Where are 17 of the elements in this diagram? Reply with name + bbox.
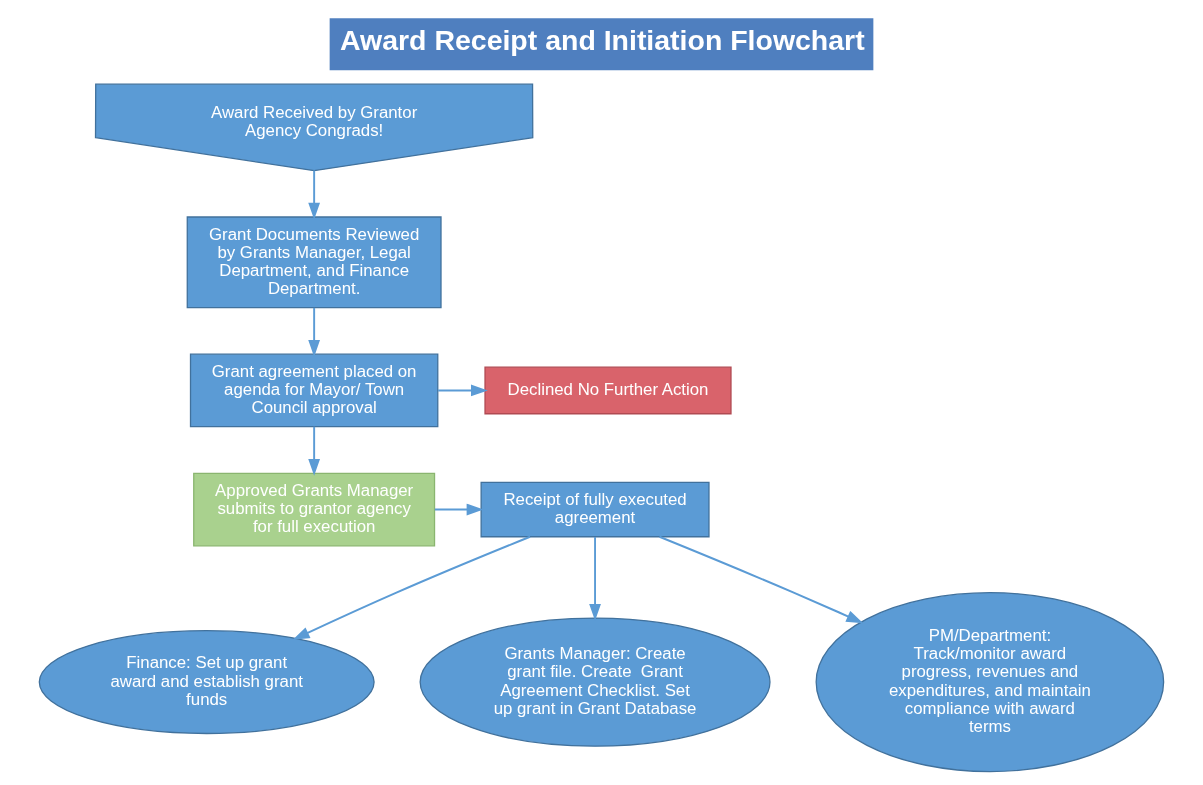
arrow <box>292 535 532 640</box>
arrow <box>433 503 484 516</box>
node-box: Grant agreement placed on agenda for Mayor/ Town Council approval <box>189 353 439 428</box>
diagram-title: Award Receipt and Initiation Flowchart <box>340 24 865 57</box>
node-ellipse: Finance: Set up grant award and establish grant funds <box>38 630 375 735</box>
arrow <box>308 306 321 357</box>
arrow <box>658 535 864 624</box>
arrow <box>589 536 601 621</box>
node-box: Approved Grants Manager submits to grantor agency for full execution <box>193 472 436 547</box>
arrow <box>437 384 488 397</box>
node-ellipse: Grants Manager: Create grant file. Create Grant Agreement Checklist. Set up grant in Grant Database <box>419 617 771 747</box>
arrow <box>308 425 321 476</box>
node-box: Grant Documents Reviewed by Grants Manager, Legal Department, and Finance Department. <box>186 216 442 309</box>
node-box: Receipt of fully executed agreement <box>480 481 710 538</box>
node-ellipse: PM/Department: Track/monitor award progress, revenues and expenditures, and maintain compliance with award terms <box>815 592 1165 773</box>
node-box: Declined No Further Action <box>484 366 732 415</box>
arrow <box>308 169 321 220</box>
